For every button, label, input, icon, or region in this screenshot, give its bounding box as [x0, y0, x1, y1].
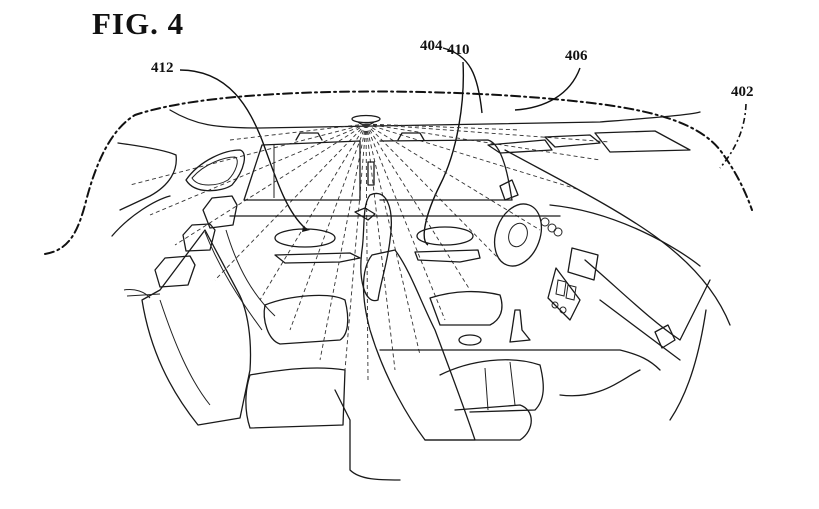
sunvisor-right — [594, 130, 691, 153]
headliner-edge — [169, 109, 701, 129]
front-seat-seam — [484, 367, 489, 411]
front-footwell-mat — [414, 249, 481, 263]
vent-left — [555, 279, 567, 297]
floor-line — [379, 349, 661, 371]
sensor-field-rays — [129, 123, 611, 381]
rear-window-right — [379, 139, 513, 201]
floor-sill — [334, 389, 401, 481]
rear-side-trim — [111, 195, 171, 237]
center-post — [367, 161, 375, 186]
gear-shifter — [509, 309, 531, 343]
control-knob — [551, 301, 559, 309]
leader-412 — [179, 69, 306, 229]
instrument-gauges — [540, 217, 563, 237]
rear-seat-seam-3 — [159, 299, 211, 406]
leader-404 — [442, 47, 483, 114]
front-seat-back-near — [362, 249, 476, 441]
seatbelt — [123, 289, 151, 299]
reference-label-406: 406 — [565, 48, 588, 64]
dashboard-top — [504, 149, 731, 326]
steering-hub — [508, 222, 528, 248]
control-knob — [559, 306, 567, 314]
rear-seat-seam-2 — [225, 229, 276, 317]
rear-seat-back — [141, 229, 252, 426]
passenger-dash — [584, 259, 711, 341]
rear-window — [243, 140, 361, 201]
leader-402 — [719, 103, 747, 169]
seatbelt-buckle-line — [126, 293, 161, 297]
rear-seat-cushion — [263, 294, 349, 345]
side-air-vent — [654, 324, 676, 349]
center-stack — [547, 267, 581, 321]
reference-label-404: 404 — [420, 38, 443, 54]
grab-handle-right — [397, 132, 425, 141]
c-pillar-trim — [117, 142, 177, 211]
front-floor-region-410 — [416, 226, 474, 246]
leader-410 — [423, 61, 465, 246]
front-seat-base — [424, 404, 532, 441]
rear-seat-lower — [245, 367, 346, 429]
rear-seat-seam — [204, 231, 263, 331]
vent-right — [565, 284, 577, 301]
cabin-boundary-outline — [44, 90, 753, 255]
grab-handle-left — [295, 132, 323, 141]
dash-crease — [599, 299, 681, 361]
reference-label-410: 410 — [447, 42, 470, 58]
overhead-console — [544, 134, 601, 148]
front-passenger-seat-back — [360, 192, 392, 302]
steering-wheel — [493, 203, 543, 267]
sunvisor-left — [487, 139, 553, 154]
leader-406 — [514, 67, 581, 111]
front-floor-contour — [559, 369, 641, 397]
front-seat-cushion — [439, 359, 544, 413]
reference-label-412: 412 — [151, 60, 174, 76]
rearview-mirror — [499, 179, 519, 201]
rear-footwell-mat — [274, 252, 361, 264]
infotainment-screen — [567, 247, 599, 281]
overhead-sensor — [351, 114, 381, 126]
quarter-window — [185, 149, 246, 192]
front-seat-seam-2 — [509, 361, 516, 406]
cup-holder — [458, 334, 482, 346]
dashboard-edge — [549, 204, 701, 267]
reference-label-402: 402 — [731, 84, 754, 100]
rear-headrests — [154, 195, 238, 288]
figure-title: FIG. 4 — [92, 6, 185, 41]
door-edge-right — [669, 309, 707, 421]
front-passenger-seat-cushion — [429, 290, 503, 326]
rear-floor-region-412 — [274, 228, 336, 248]
quarter-window-inner — [191, 156, 238, 186]
